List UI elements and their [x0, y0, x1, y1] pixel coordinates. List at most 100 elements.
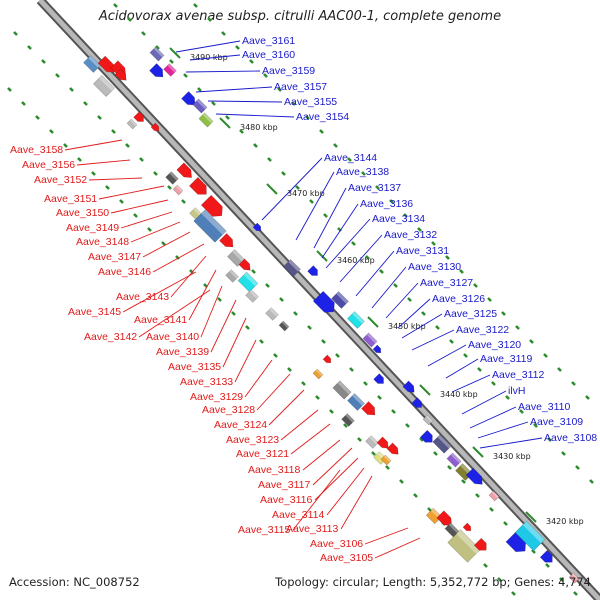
track-dot	[573, 591, 578, 596]
leader-line	[479, 437, 543, 449]
tick-mark	[266, 183, 278, 195]
gene-feature	[149, 46, 165, 62]
dotted-track-outer-track-right	[193, 3, 590, 400]
forward-gene-label: Aave_3160	[242, 49, 295, 61]
track-dot	[333, 143, 338, 148]
gene-feature	[133, 111, 144, 122]
track-dot	[351, 241, 356, 246]
gene-feature	[192, 98, 208, 114]
scale-tick-label: 3430 kbp	[493, 452, 531, 461]
forward-gene-label: ilvH	[508, 385, 526, 397]
gene-feature	[83, 55, 101, 73]
reverse-gene-label: Aave_3123	[226, 434, 279, 446]
leader-line	[364, 527, 409, 545]
gene-features	[83, 46, 580, 584]
track-dot	[483, 563, 488, 568]
leader-line	[371, 266, 407, 309]
track-dot	[41, 59, 46, 64]
track-dot	[119, 199, 124, 204]
track-dot	[419, 437, 424, 442]
tick-mark	[525, 511, 537, 523]
track-dot	[141, 31, 146, 36]
gene-feature	[376, 436, 389, 449]
gene-feature	[225, 269, 239, 283]
gene-feature	[568, 572, 580, 584]
track-dot	[281, 171, 286, 176]
gene-feature	[425, 507, 443, 525]
track-dot	[239, 129, 244, 134]
leader-line	[340, 475, 373, 530]
track-dot	[363, 381, 368, 386]
track-dot	[589, 479, 594, 484]
track-dot	[277, 87, 282, 92]
track-dot	[259, 339, 264, 344]
leader-line	[244, 359, 273, 398]
track-dot	[91, 171, 96, 176]
track-dot	[459, 269, 464, 274]
leader-line	[261, 157, 323, 221]
tick-mark	[419, 384, 431, 396]
track-dot	[515, 325, 520, 330]
scale-tick-label: 3480 kbp	[240, 123, 278, 132]
track-dot	[421, 311, 426, 316]
track-dot	[69, 87, 74, 92]
track-dot	[127, 17, 132, 22]
track-dot	[231, 311, 236, 316]
gene-feature	[278, 320, 290, 332]
track-dot	[559, 577, 564, 582]
leader-line	[98, 185, 165, 200]
gene-feature	[514, 520, 546, 552]
map-title: Acidovorax avenae subsp. citrulli AAC00-…	[98, 9, 502, 24]
gene-feature	[347, 393, 365, 411]
track-dot	[399, 479, 404, 484]
scale-tick-label: 3460 kbp	[337, 256, 375, 265]
track-dot	[427, 507, 432, 512]
forward-gene-label: Aave_3161	[242, 35, 295, 47]
reverse-gene-label: Aave_3105	[320, 552, 373, 564]
forward-gene-label: Aave_3144	[324, 152, 377, 164]
forward-gene-label: Aave_3109	[530, 416, 583, 428]
track-dot	[263, 73, 268, 78]
track-dot	[505, 395, 510, 400]
gene-feature	[198, 112, 214, 128]
gene-feature	[307, 265, 318, 276]
gene-feature	[283, 259, 301, 277]
gene-feature	[446, 452, 462, 468]
forward-gene-label: Aave_3136	[360, 198, 413, 210]
gene-feature	[380, 454, 392, 466]
gene-feature	[373, 373, 384, 384]
leader-line	[256, 373, 291, 411]
forward-gene-label: Aave_3131	[396, 245, 449, 257]
leader-line	[120, 211, 173, 229]
track-dot	[431, 241, 436, 246]
gene-feature	[322, 354, 332, 364]
track-dot	[417, 227, 422, 232]
gene-feature	[245, 289, 259, 303]
forward-gene-label: Aave_3110	[518, 401, 571, 413]
track-dot	[503, 521, 508, 526]
reverse-gene-label: Aave_3142	[84, 331, 137, 343]
reverse-gene-label: Aave_3113	[286, 523, 339, 535]
gene-feature	[341, 413, 355, 427]
reverse-gene-label: Aave_3124	[214, 419, 267, 431]
leader-line	[397, 298, 431, 329]
track-dot	[245, 325, 250, 330]
gene-feature	[332, 380, 352, 400]
track-dot	[323, 213, 328, 218]
track-dot	[463, 353, 468, 358]
gene-feature	[188, 176, 207, 195]
leader-line	[142, 231, 191, 258]
leader-line	[385, 282, 419, 319]
track-dot	[169, 59, 174, 64]
gene-feature	[176, 162, 192, 178]
reverse-gene-label: Aave_3148	[76, 236, 129, 248]
reverse-gene-label: Aave_3106	[310, 538, 363, 550]
reverse-gene-label: Aave_3129	[190, 391, 243, 403]
gene-feature	[200, 194, 223, 217]
track-dot	[407, 297, 412, 302]
gene-feature	[92, 74, 116, 98]
leader-line	[280, 409, 319, 441]
track-dot	[97, 115, 102, 120]
